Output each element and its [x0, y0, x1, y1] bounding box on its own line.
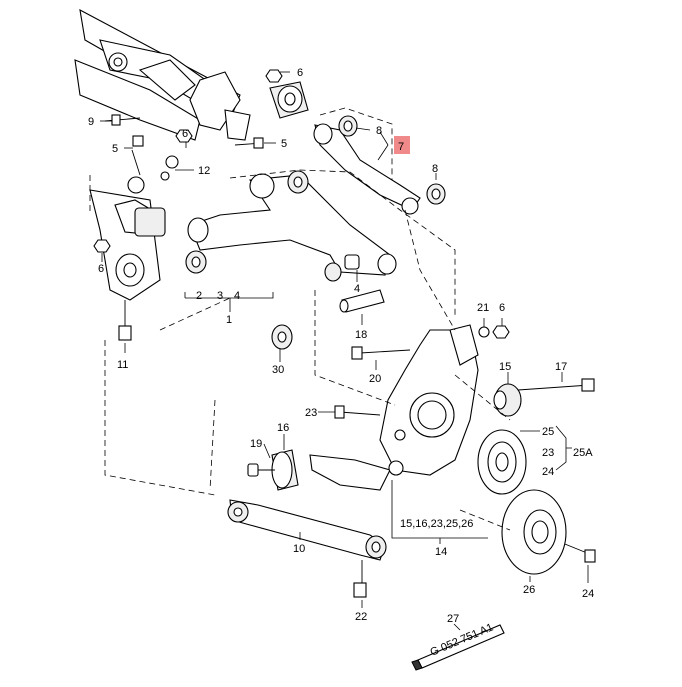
sleeve-18	[339, 289, 385, 313]
callout-24: 24	[582, 588, 594, 600]
callout-12: 12	[198, 165, 210, 177]
callout-20: 20	[369, 373, 381, 385]
callout-15-16-23-25-26: 15,16,23,25,26	[400, 518, 473, 530]
track-rod-10	[227, 499, 387, 561]
grease-tube-27: G 052 751 A1	[411, 621, 505, 671]
callout-30: 30	[272, 364, 284, 376]
callout-8: 8	[432, 163, 438, 175]
wheel-carrier	[309, 324, 479, 491]
callout-19: 19	[250, 438, 262, 450]
bushing-30	[271, 324, 293, 350]
bolt-19	[247, 463, 275, 477]
callout-22: 22	[355, 611, 367, 623]
bushing-15	[493, 383, 522, 417]
callout-18: 18	[355, 329, 367, 341]
callout-10: 10	[293, 543, 305, 555]
callout-6: 6	[499, 302, 505, 314]
callout-2: 2	[196, 290, 202, 302]
callout-5: 5	[112, 143, 118, 155]
callout-23: 23	[305, 407, 317, 419]
callout-17: 17	[555, 361, 567, 373]
callout-11: 11	[117, 359, 128, 371]
callout-21: 21	[477, 302, 489, 314]
callout-3: 3	[217, 290, 223, 302]
dashed-guides	[89, 107, 511, 531]
callout-6: 6	[98, 263, 104, 275]
callout-23: 23	[542, 447, 554, 459]
left-mount	[89, 176, 166, 301]
hub-flange-26	[501, 489, 567, 575]
callout-16: 16	[277, 422, 289, 434]
callout-9: 9	[88, 116, 94, 128]
callout-8: 8	[376, 125, 382, 137]
callout-labels: 6 9 5 5 8 7 6 12 8 6 4 2 3 4 1 11 21 6 1…	[88, 67, 594, 625]
callout-6: 6	[182, 128, 188, 140]
upper-arm-7	[313, 115, 446, 215]
callout-4: 4	[354, 283, 360, 295]
callout-15: 15	[499, 361, 511, 373]
leader-lines	[100, 71, 589, 631]
callout-25A: 25A	[573, 447, 593, 459]
callout-24: 24	[542, 466, 554, 478]
callout-5: 5	[281, 138, 287, 150]
callout-14: 14	[435, 546, 447, 558]
bolts	[104, 114, 596, 598]
bushing-16	[271, 449, 299, 491]
wheel-hub-25	[477, 429, 527, 495]
nuts	[93, 69, 510, 339]
callout-1: 1	[226, 314, 232, 326]
callout-7: 7	[398, 141, 404, 153]
callout-6: 6	[297, 67, 303, 79]
callout-27: 27	[447, 613, 459, 625]
lower-arm-1	[185, 170, 397, 282]
subframe	[74, 8, 309, 141]
callout-4: 4	[234, 290, 240, 302]
highlight-7	[394, 136, 410, 154]
callout-26: 26	[523, 584, 535, 596]
callout-25: 25	[542, 426, 554, 438]
